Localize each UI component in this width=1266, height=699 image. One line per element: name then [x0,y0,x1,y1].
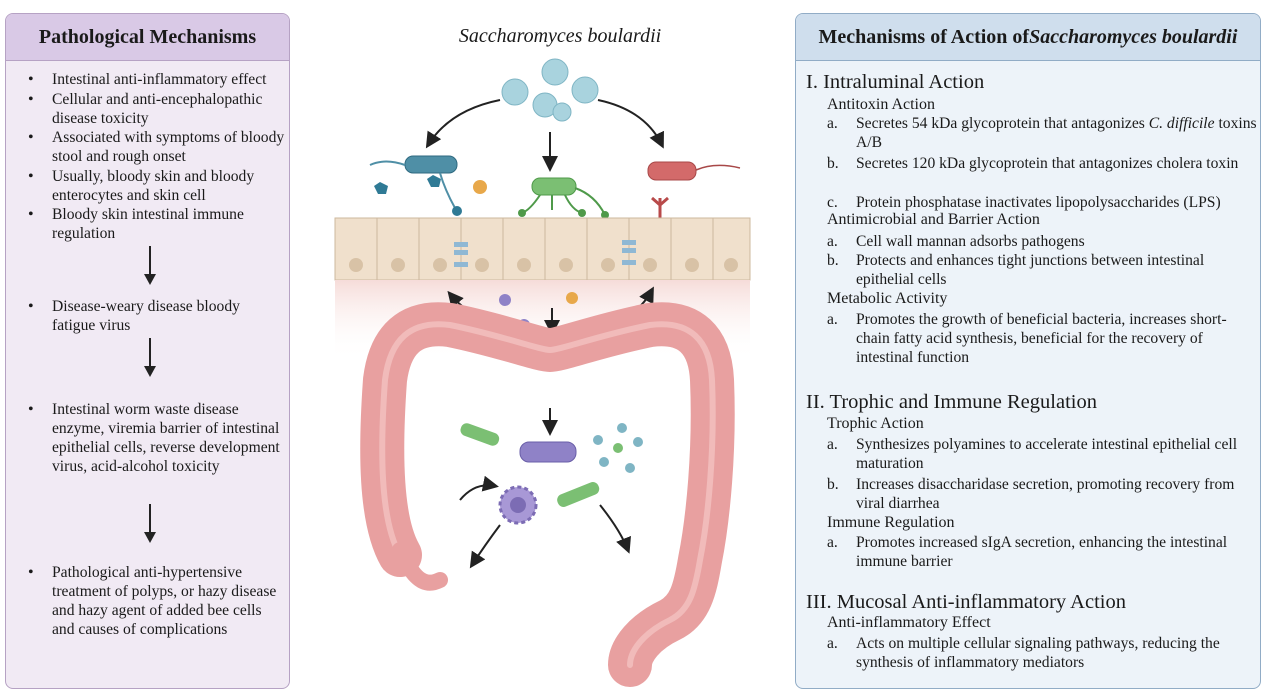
arrow-icon [597,99,664,149]
pathological-mechanisms-panel: Pathological Mechanisms Intestinal anti-… [5,13,290,689]
item-text: Secretes 120 kDa glycoprotein that antag… [856,155,1239,172]
list-item: Cellular and anti-encephalopathic diseas… [20,90,285,128]
subsection-title: Trophic Action [827,415,924,432]
pathogen-icon [647,161,741,220]
item-label: a. [827,311,838,328]
list-item: Disease-weary disease bloody fatigue vir… [20,297,285,335]
item-italic: C. difficile [1148,115,1215,132]
list-item: a. Promotes the growth of beneficial bac… [827,310,1257,367]
particle-cluster-icon [593,423,643,473]
list-item: a. Cell wall mannan adsorbs pathogens [827,232,1257,251]
subsection-title: Anti-inflammatory Effect [827,614,991,631]
mechanisms-of-action-title: Mechanisms of Action of Saccharomyces bo… [796,14,1260,61]
mechanism-list-1: Intestinal anti-inflammatory effect Cell… [20,70,285,244]
title-plain: Mechanisms of Action of [818,25,1030,48]
yeast-cell-icon [519,441,577,463]
item-label: b. [827,476,839,493]
item-label: a. [827,233,838,250]
list-item: b. Protects and enhances tight junctions… [827,251,1257,289]
probiotic-bacterium-icon [460,423,500,446]
list-item: Bloody skin intestinal immune regulation [20,205,285,243]
section-title: I. Intraluminal Action [806,71,985,93]
item-label: b. [827,155,839,172]
list-item: a. Secretes 54 kDa glycoprotein that ant… [827,114,1257,152]
list-item: a. Promotes increased sIgA secretion, en… [827,533,1257,571]
immune-cell-icon [498,485,538,525]
yeast-cluster-icon [501,58,599,122]
arrow-icon [459,475,499,501]
item-label: b. [827,252,839,269]
center-title: Saccharomyces boulardii [458,25,662,47]
list-item: b. Secretes 120 kDa glycoprotein that an… [827,154,1257,173]
particle-icon [473,180,487,194]
list-item: Pathological anti-hypertensive treatment… [20,563,285,639]
item-text: Protein phosphatase inactivates lipopoly… [856,194,1221,211]
subsection-title: Antitoxin Action [827,96,935,113]
section-title: III. Mucosal Anti-inflammatory Action [806,591,1126,613]
arrow-icon [599,504,631,554]
item-label: a. [827,635,838,652]
down-arrow-icon [144,246,156,285]
subsection-title: Antimicrobial and Barrier Action [827,211,1040,228]
down-arrow-icon [144,504,156,543]
section-title: II. Trophic and Immune Regulation [806,391,1097,413]
center-illustration [334,58,751,687]
epithelium-icon [334,217,751,281]
list-item: b. Increases disaccharidase secretion, p… [827,475,1257,513]
list-item: c. Protein phosphatase inactivates lipop… [827,193,1257,212]
mechanism-list-3: Intestinal worm waste disease enzyme, vi… [20,400,285,477]
item-text-2: toxins A/B [856,115,1257,151]
mechanism-list-2: Disease-weary disease bloody fatigue vir… [20,297,285,336]
arrow-icon [469,524,501,569]
probiotic-bacterium-icon [557,482,600,507]
subsection-title: Metabolic Activity [827,290,948,307]
colon-icon [360,302,735,687]
title-italic: Saccharomyces boulardii [1029,25,1238,48]
list-item: Associated with symptoms of bloody stool… [20,128,285,166]
item-text: Increases disaccharidase secretion, prom… [856,476,1235,512]
subsection-title: Immune Regulation [827,514,955,531]
item-label: a. [827,436,838,453]
item-text: Synthesizes polyamines to accelerate int… [856,436,1238,472]
item-text: Promotes the growth of beneficial bacter… [856,311,1227,366]
probiotic-bacterium-icon [518,177,609,219]
item-label: a. [827,534,838,551]
item-text: Cell wall mannan adsorbs pathogens [856,233,1085,250]
item-text: Secretes 54 kDa glycoprotein that antago… [856,115,1149,132]
list-item: a. Acts on multiple cellular signaling p… [827,634,1257,672]
list-item: Intestinal anti-inflammatory effect [20,70,285,89]
list-item: a. Synthesizes polyamines to accelerate … [827,435,1257,473]
item-text: Acts on multiple cellular signaling path… [856,635,1220,671]
item-text: Protects and enhances tight junctions be… [856,252,1205,288]
particle-icon [499,294,511,306]
item-label: a. [827,115,838,132]
down-arrow-icon [144,338,156,377]
pathological-mechanisms-title: Pathological Mechanisms [6,14,289,61]
item-label: c. [827,194,838,211]
list-item: Usually, bloody skin and bloody enterocy… [20,167,285,205]
mechanism-list-4: Pathological anti-hypertensive treatment… [20,563,285,640]
mechanisms-of-action-panel: Mechanisms of Action of Saccharomyces bo… [795,13,1261,689]
list-item: Intestinal worm waste disease enzyme, vi… [20,400,285,476]
arrow-icon [425,99,501,149]
particle-icon [566,292,578,304]
toxin-bacterium-icon [369,155,462,216]
item-text: Promotes increased sIgA secretion, enhan… [856,534,1228,570]
